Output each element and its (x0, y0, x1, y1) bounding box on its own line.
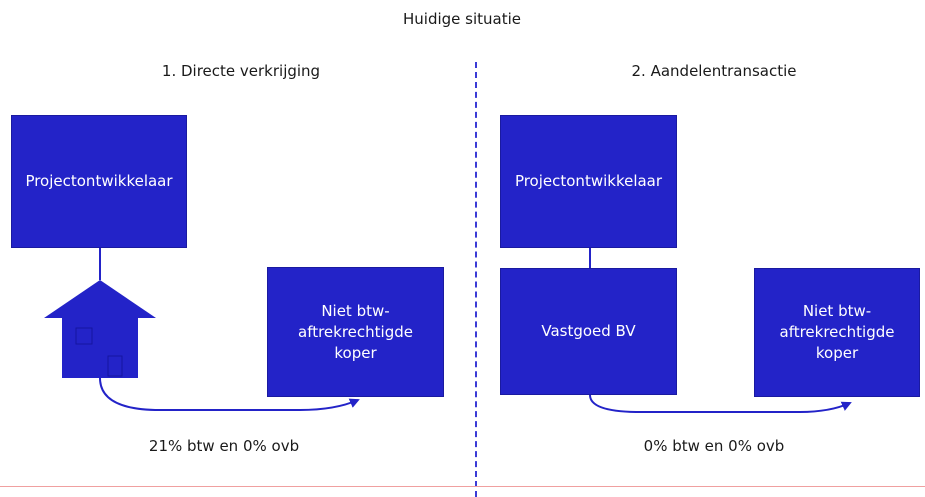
right-buyer-box: Niet btw- aftrekrechtigde koper (754, 268, 920, 397)
right-buyer-line2: aftrekrechtigde (779, 323, 895, 341)
page-title: Huidige situatie (402, 10, 522, 28)
right-developer-box: Projectontwikkelaar (500, 115, 677, 248)
vastgoed-bv-label: Vastgoed BV (541, 322, 636, 340)
left-buyer-line3: koper (334, 343, 377, 362)
left-tax-text: 21% btw en 0% ovb (148, 437, 300, 455)
left-buyer-box: Niet btw- aftrekrechtigde koper (267, 267, 444, 397)
left-transfer-arrow (99, 377, 360, 411)
section-divider (475, 62, 477, 497)
house-icon (44, 280, 156, 378)
left-developer-box: Projectontwikkelaar (11, 115, 187, 248)
vastgoed-bv-box: Vastgoed BV (500, 268, 677, 395)
right-transfer-arrow (589, 394, 852, 413)
right-developer-label: Projectontwikkelaar (514, 172, 663, 190)
right-tax-text: 0% btw en 0% ovb (643, 437, 785, 455)
bottom-rule (0, 486, 925, 487)
right-buyer-line3: koper (815, 344, 859, 362)
right-buyer-line1: Niet btw- (802, 302, 872, 320)
left-developer-label: Projectontwikkelaar (25, 172, 173, 190)
right-heading: 2. Aandelentransactie (631, 62, 797, 80)
left-buyer-line1: Niet btw- (321, 301, 390, 320)
left-heading: 1. Directe verkrijging (161, 62, 321, 80)
left-buyer-line2: aftrekrechtigde (298, 322, 413, 341)
